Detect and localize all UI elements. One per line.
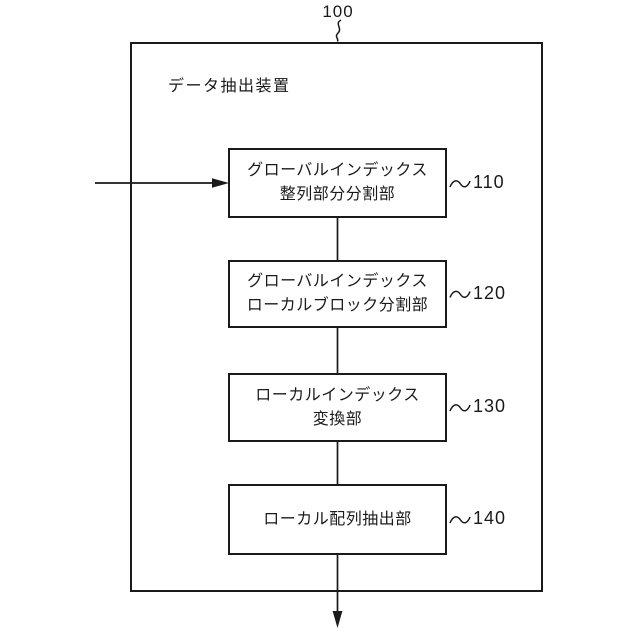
figure-reference-number: 100 — [322, 2, 354, 21]
ref-number-140: 140 — [473, 508, 507, 528]
block-130-label-line2: 変換部 — [312, 410, 363, 428]
block-140: ローカル配列抽出部 — [228, 484, 447, 555]
block-140-label-line1: ローカル配列抽出部 — [263, 510, 412, 528]
ref-number-110: 110 — [473, 172, 505, 192]
block-120-label-line1: グローバルインデックス — [247, 273, 428, 290]
block-120-label-line2: ローカルブロック分割部 — [246, 297, 429, 314]
output-arrowhead-icon — [332, 611, 343, 628]
block-120: グローバルインデックス ローカルブロック分割部 — [228, 260, 447, 328]
figure-ref-squiggle-connector — [335, 19, 342, 42]
device-outline-box — [130, 42, 543, 592]
ref-number-130: 130 — [473, 396, 507, 416]
block-110: グローバルインデックス 整列部分分割部 — [228, 148, 447, 218]
block-130: ローカルインデックス 変換部 — [228, 373, 447, 442]
ref-number-120: 120 — [473, 283, 507, 303]
block-110-label-line1: グローバルインデックス — [247, 162, 428, 179]
block-130-label-line1: ローカルインデックス — [255, 386, 420, 404]
block-110-label-line2: 整列部分分割部 — [279, 186, 396, 203]
device-title-label: データ抽出装置 — [168, 78, 291, 95]
